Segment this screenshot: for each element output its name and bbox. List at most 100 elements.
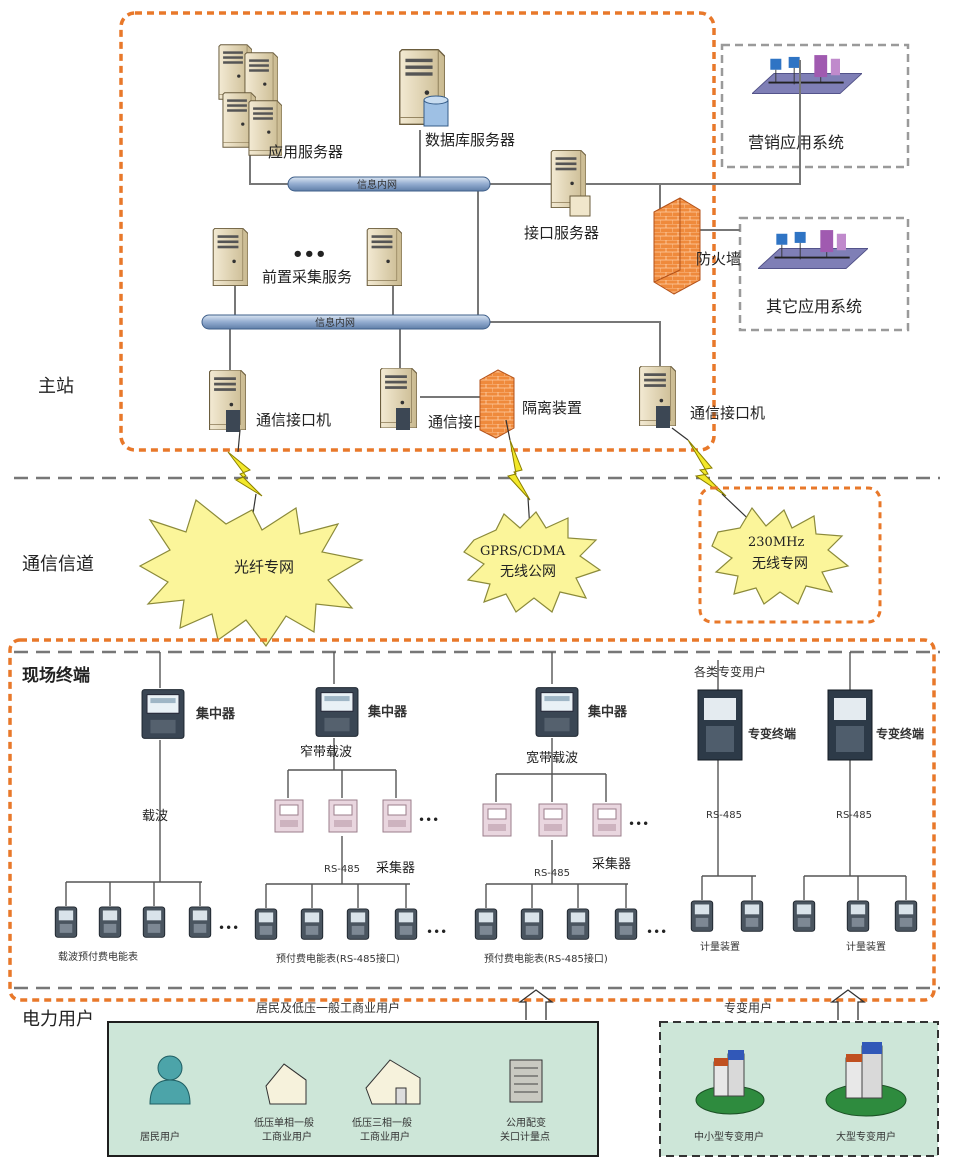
prepaid-meter-icon [98, 906, 122, 938]
carrier-label-3: 宽带载波 [526, 750, 578, 766]
prepaid-meter-icon [566, 908, 590, 940]
dots-meters-2: ••• [426, 925, 447, 939]
left-user-group-title: 居民及低压一般工商业用户 [256, 1000, 400, 1015]
concentrator-label-3: 集中器 [587, 704, 628, 720]
dots-meters-3: ••• [646, 925, 667, 939]
dots-collectors-3: ••• [628, 817, 649, 831]
collector-label-2: 采集器 [376, 860, 415, 876]
collector-icon [482, 803, 512, 837]
large-special-label: 大型专变用户 [836, 1130, 896, 1143]
information-intranet-bus-top [287, 176, 491, 192]
bidirectional-arrows [518, 989, 866, 1020]
small-special-label: 中小型专变用户 [694, 1130, 764, 1143]
metering-label-2: 计量装置 [846, 940, 886, 953]
metering-device-icon [846, 900, 870, 932]
db-server-label: 数据库服务器 [425, 131, 515, 149]
prepaid-meter-icon [188, 906, 212, 938]
rs485-label-3: RS-485 [534, 868, 570, 879]
app-server-label: 应用服务器 [268, 143, 343, 161]
230mhz-network-burst [711, 506, 850, 605]
special-users-label: 各类专变用户 [694, 664, 766, 679]
prepaid-meter-icon [142, 906, 166, 938]
carrier-label-1: 载波 [142, 809, 168, 824]
lightning-icon-1 [227, 451, 263, 497]
isolation-device-icon [479, 369, 515, 439]
metering-label-1: 计量装置 [700, 940, 740, 953]
prepaid-meter-icon [346, 908, 370, 940]
gprs-label-1: GPRS/CDMA [480, 544, 566, 559]
prepaid-meter-icon [300, 908, 324, 940]
interface-server-label: 接口服务器 [524, 224, 599, 242]
large-plant-icon [825, 1042, 907, 1117]
modem-icon-3 [656, 406, 670, 428]
section-label-users: 电力用户 [22, 1009, 94, 1030]
other-system-label: 其它应用系统 [766, 297, 862, 316]
collector-icon [328, 799, 358, 833]
resident-label: 居民用户 [140, 1130, 180, 1143]
bus-mid-label: 信息内网 [315, 316, 355, 329]
house-icon-single [265, 1063, 307, 1105]
special-terminal-icon-1 [697, 689, 743, 761]
firewall-label: 防火墙 [696, 250, 741, 268]
section-label-channel: 通信信道 [22, 554, 94, 575]
transformer-building-icon [509, 1059, 543, 1103]
firewall-icon [653, 197, 701, 295]
public-transformer-label-1: 公用配变 [506, 1116, 546, 1129]
marketing-system-label: 营销应用系统 [748, 133, 844, 152]
database-icon [423, 95, 449, 127]
special-terminal-icon-2 [827, 689, 873, 761]
lightning-icon-3 [687, 439, 727, 497]
collector-icon [382, 799, 412, 833]
rs485-label-a: RS-485 [706, 810, 742, 821]
collector-icon [592, 803, 622, 837]
master-network-lines [229, 60, 801, 398]
house-icon-three [365, 1059, 421, 1105]
marketing-system-box [720, 43, 910, 169]
concentrator-icon-3 [535, 687, 579, 737]
prepaid-meter-icon [254, 908, 278, 940]
information-intranet-bus-mid [201, 314, 491, 330]
collect-server-label: 前置采集服务 [262, 268, 352, 286]
metering-device-icon [690, 900, 714, 932]
interface-server-unit [569, 195, 591, 217]
comm-machine-label-1: 通信接口机 [256, 411, 331, 429]
collector-icon [538, 803, 568, 837]
small-plant-icon [695, 1050, 765, 1115]
section-label-master: 主站 [38, 376, 74, 397]
collector-icon [274, 799, 304, 833]
fiber-network-burst [138, 498, 364, 648]
gprs-label-2: 无线公网 [500, 564, 556, 580]
collect-server-icon [212, 228, 248, 286]
prepaid-meter-icon [54, 906, 78, 938]
field-terminal-boundary [8, 638, 936, 1002]
prepaid-meter-icon [394, 908, 418, 940]
ellipsis-servers: ••• [292, 244, 327, 265]
modem-icon-2 [396, 408, 410, 430]
modem-icon-1 [226, 410, 240, 432]
other-system-box [738, 216, 910, 332]
three-phase-label-2: 工商业用户 [360, 1130, 410, 1143]
right-user-group-title: 专变用户 [724, 1000, 772, 1015]
isolation-device-label: 隔离装置 [522, 399, 582, 417]
collector-label-3: 采集器 [592, 856, 631, 872]
dots-collectors-2: ••• [418, 813, 439, 827]
carrier-label-2: 窄带载波 [300, 744, 352, 760]
single-phase-label-1: 低压单相一般 [254, 1116, 314, 1129]
230mhz-label-1: 230MHz [748, 535, 804, 550]
230mhz-boundary [698, 486, 882, 624]
meters-label-2: 预付费电能表(RS-485接口) [276, 952, 400, 965]
230mhz-label-2: 无线专网 [752, 556, 808, 572]
meters-label-3: 预付费电能表(RS-485接口) [484, 952, 608, 965]
special-terminal-label-1: 专变终端 [748, 726, 796, 741]
field-wiring [65, 652, 907, 908]
marketing-pcs-icon [752, 55, 862, 95]
metering-device-icon [894, 900, 918, 932]
dots-meters-1: ••• [218, 921, 239, 935]
single-phase-label-2: 工商业用户 [262, 1130, 312, 1143]
concentrator-label-2: 集中器 [367, 704, 408, 720]
prepaid-meter-icon [474, 908, 498, 940]
fiber-network-label: 光纤专网 [234, 558, 294, 576]
other-pcs-icon [758, 230, 868, 270]
gprs-network-burst [463, 511, 602, 613]
prepaid-meter-icon [520, 908, 544, 940]
